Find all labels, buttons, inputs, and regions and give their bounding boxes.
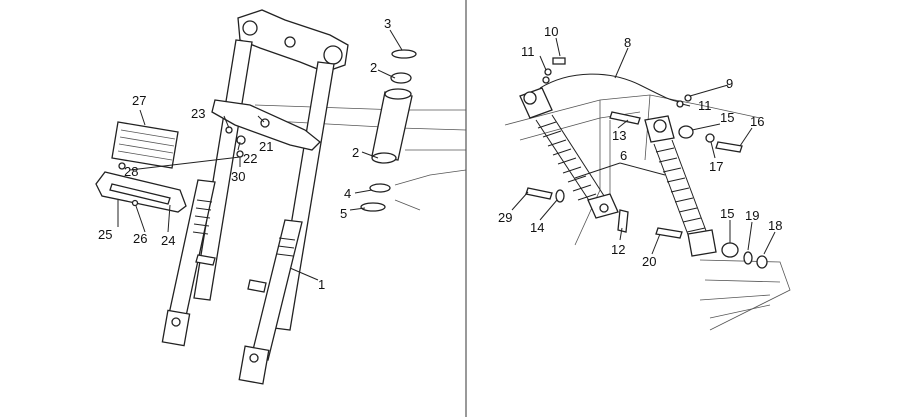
cable-part-8 bbox=[539, 73, 681, 103]
callout-18: 18 bbox=[768, 218, 782, 233]
callout-9: 9 bbox=[726, 76, 733, 91]
steering-stem bbox=[360, 49, 417, 212]
left-leader-lines bbox=[117, 29, 403, 281]
right-rear-shock bbox=[644, 115, 717, 257]
callout-14: 14 bbox=[530, 220, 544, 235]
callout-25: 25 bbox=[98, 227, 112, 242]
callout-11a: 11 bbox=[521, 44, 535, 59]
right-callouts: 6 8 9 10 11 11 12 13 14 15 15 16 17 18 1… bbox=[498, 24, 782, 269]
callout-19: 19 bbox=[745, 208, 759, 223]
left-rear-shock bbox=[519, 87, 619, 219]
callout-27: 27 bbox=[132, 93, 146, 108]
callout-11b: 11 bbox=[698, 98, 712, 113]
left-callouts: 1 2 2 3 4 5 21 22 23 24 25 26 27 28 30 bbox=[98, 16, 391, 292]
bolt-part-29 bbox=[525, 187, 553, 200]
callout-26: 26 bbox=[133, 231, 147, 246]
callout-10: 10 bbox=[544, 24, 558, 39]
callout-22: 22 bbox=[243, 151, 257, 166]
bolt-part-12 bbox=[617, 209, 629, 233]
grille-part-27 bbox=[111, 121, 179, 169]
bolt-part-10 bbox=[552, 57, 566, 65]
callout-6: 6 bbox=[620, 148, 627, 163]
bolt-part-20 bbox=[655, 227, 683, 239]
callout-3: 3 bbox=[384, 16, 391, 31]
callout-17: 17 bbox=[709, 159, 723, 174]
callout-4: 4 bbox=[344, 186, 351, 201]
callout-8: 8 bbox=[624, 35, 631, 50]
front-fork-assembly bbox=[95, 9, 467, 385]
callout-2b: 2 bbox=[352, 145, 359, 160]
callout-29: 29 bbox=[498, 210, 512, 225]
callout-28: 28 bbox=[124, 164, 138, 179]
callout-24: 24 bbox=[161, 233, 175, 248]
bolt-part-16 bbox=[715, 141, 743, 153]
callout-30: 30 bbox=[231, 169, 245, 184]
callout-15b: 15 bbox=[720, 206, 734, 221]
callout-12: 12 bbox=[611, 242, 625, 257]
callout-1: 1 bbox=[318, 277, 325, 292]
rear-shock-assembly bbox=[504, 57, 791, 331]
callout-23: 23 bbox=[191, 106, 205, 121]
callout-15a: 15 bbox=[720, 110, 734, 125]
fender-bracket-part-24 bbox=[95, 171, 187, 213]
callout-20: 20 bbox=[642, 254, 656, 269]
right-fork-slider bbox=[250, 219, 303, 361]
callout-16: 16 bbox=[750, 114, 764, 129]
callout-5: 5 bbox=[340, 206, 347, 221]
callout-2a: 2 bbox=[370, 60, 377, 75]
callout-13: 13 bbox=[612, 128, 626, 143]
callout-21: 21 bbox=[259, 139, 273, 154]
right-leader-lines bbox=[511, 37, 776, 255]
